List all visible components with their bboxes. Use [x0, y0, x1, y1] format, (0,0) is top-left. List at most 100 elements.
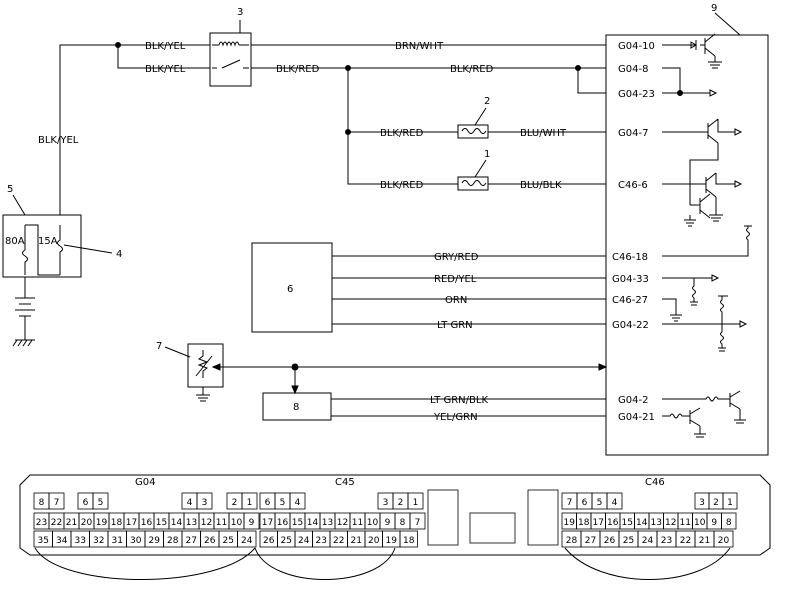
fuse-rating-80a: 80A — [5, 236, 25, 247]
ecu-g04-22-bias — [662, 295, 748, 352]
callout-5: 5 — [7, 184, 13, 195]
pin-number: 13 — [186, 518, 197, 528]
pin-number: 1 — [413, 498, 419, 508]
pin-number: 17 — [262, 518, 273, 528]
pin-number: 34 — [56, 536, 68, 546]
pin-number: 22 — [333, 536, 344, 546]
pin-number: 15 — [622, 518, 633, 528]
callout-9: 9 — [711, 3, 717, 14]
ecu-lower-transistor — [684, 193, 711, 227]
pin-cell — [713, 530, 734, 548]
pin-number: 14 — [171, 518, 183, 528]
pin-number: 3 — [202, 498, 208, 508]
pin-number: 23 — [36, 518, 47, 528]
pin-number: 8 — [39, 498, 45, 508]
pin-number: 6 — [83, 498, 89, 508]
pin-number: 18 — [578, 518, 590, 528]
component-6 — [251, 242, 333, 333]
pin-number: 27 — [186, 536, 197, 546]
leader-5 — [12, 194, 26, 216]
terminal-g04-23: G04-23 — [618, 89, 655, 100]
label-blk-yel: BLK/YEL — [38, 135, 79, 146]
pin-number: 16 — [141, 518, 153, 528]
pin-number: 5 — [280, 498, 286, 508]
pin-cell — [243, 512, 260, 530]
pin-cell — [722, 492, 738, 510]
callout-6: 6 — [287, 284, 293, 295]
leader-4 — [63, 244, 113, 254]
connector-key-block — [527, 489, 559, 546]
pin-number: 26 — [604, 536, 616, 546]
pin-number: 9 — [249, 518, 255, 528]
pin-number: 22 — [51, 518, 62, 528]
fuse-box-5 — [2, 214, 82, 278]
pin-number: 4 — [612, 498, 618, 508]
pin-number: 5 — [98, 498, 104, 508]
fuse-2 — [457, 124, 489, 139]
pin-number: 3 — [383, 498, 389, 508]
sensor-7-ground — [196, 387, 210, 402]
label-orn: ORN — [445, 295, 467, 306]
pin-cell — [241, 492, 258, 510]
junction-dot — [345, 129, 351, 135]
component-8 — [262, 392, 332, 421]
pin-number: 16 — [607, 518, 619, 528]
bus-arrow-left — [211, 363, 221, 371]
pin-number: 8 — [726, 518, 732, 528]
pin-number: 23 — [661, 536, 672, 546]
pin-number: 25 — [223, 536, 234, 546]
junction-dot — [115, 42, 121, 48]
label-lt-grn-blk: LT GRN/BLK — [430, 395, 488, 406]
callout-7: 7 — [156, 341, 162, 352]
pin-number: 28 — [566, 536, 578, 546]
terminal-g04-22: G04-22 — [612, 320, 649, 331]
label-blk-yel: BLK/YEL — [145, 64, 186, 75]
terminal-g04-7: G04-7 — [618, 128, 648, 139]
callout-2: 2 — [484, 96, 490, 107]
sensor-7-element — [195, 350, 213, 378]
label-gry-red: GRY/RED — [434, 252, 479, 263]
wire-blk-yel-vertical — [59, 44, 210, 215]
pin-number: 4 — [187, 498, 193, 508]
harness-loop-mid — [254, 547, 396, 580]
pin-number: 21 — [66, 518, 77, 528]
pin-number: 20 — [718, 536, 730, 546]
pin-number: 8 — [400, 518, 406, 528]
pin-number: 21 — [699, 536, 710, 546]
connector-title-g04: G04 — [135, 477, 155, 488]
relay-switch — [212, 59, 249, 69]
pin-number: 28 — [167, 536, 179, 546]
connector-title-c46: C46 — [645, 477, 665, 488]
label-lt-grn: LT GRN — [437, 320, 473, 331]
chassis-ground — [12, 339, 35, 347]
label-brn-wht: BRN/WHT — [395, 41, 444, 52]
pin-number: 19 — [96, 518, 108, 528]
pin-number: 30 — [130, 536, 142, 546]
pin-cell — [92, 492, 109, 510]
pin-number: 25 — [623, 536, 634, 546]
pin-number: 11 — [216, 518, 227, 528]
fuse-15a — [57, 225, 63, 268]
ecu-g04-10-input — [662, 33, 722, 69]
ecu-c46-6-transistor — [662, 172, 743, 222]
pin-number: 26 — [204, 536, 216, 546]
pin-number: 21 — [351, 536, 362, 546]
pin-number: 10 — [231, 518, 243, 528]
pin-number: 20 — [81, 518, 93, 528]
label-blk-yel: BLK/YEL — [145, 41, 186, 52]
leader-2 — [474, 107, 487, 126]
pin-cell — [407, 492, 424, 510]
fuse-1-element — [461, 180, 487, 186]
ecu-g04-8-node — [662, 67, 718, 97]
pin-number: 9 — [711, 518, 717, 528]
fuse-box-bus — [24, 224, 61, 276]
sensor-7 — [187, 343, 224, 388]
callout-1: 1 — [484, 149, 490, 160]
pin-number: 6 — [582, 498, 588, 508]
label-yel-grn: YEL/GRN — [433, 412, 478, 423]
pin-number: 14 — [307, 518, 319, 528]
connector-key-block — [427, 489, 459, 546]
pin-number: 13 — [322, 518, 333, 528]
terminal-g04-21: G04-21 — [618, 412, 655, 423]
